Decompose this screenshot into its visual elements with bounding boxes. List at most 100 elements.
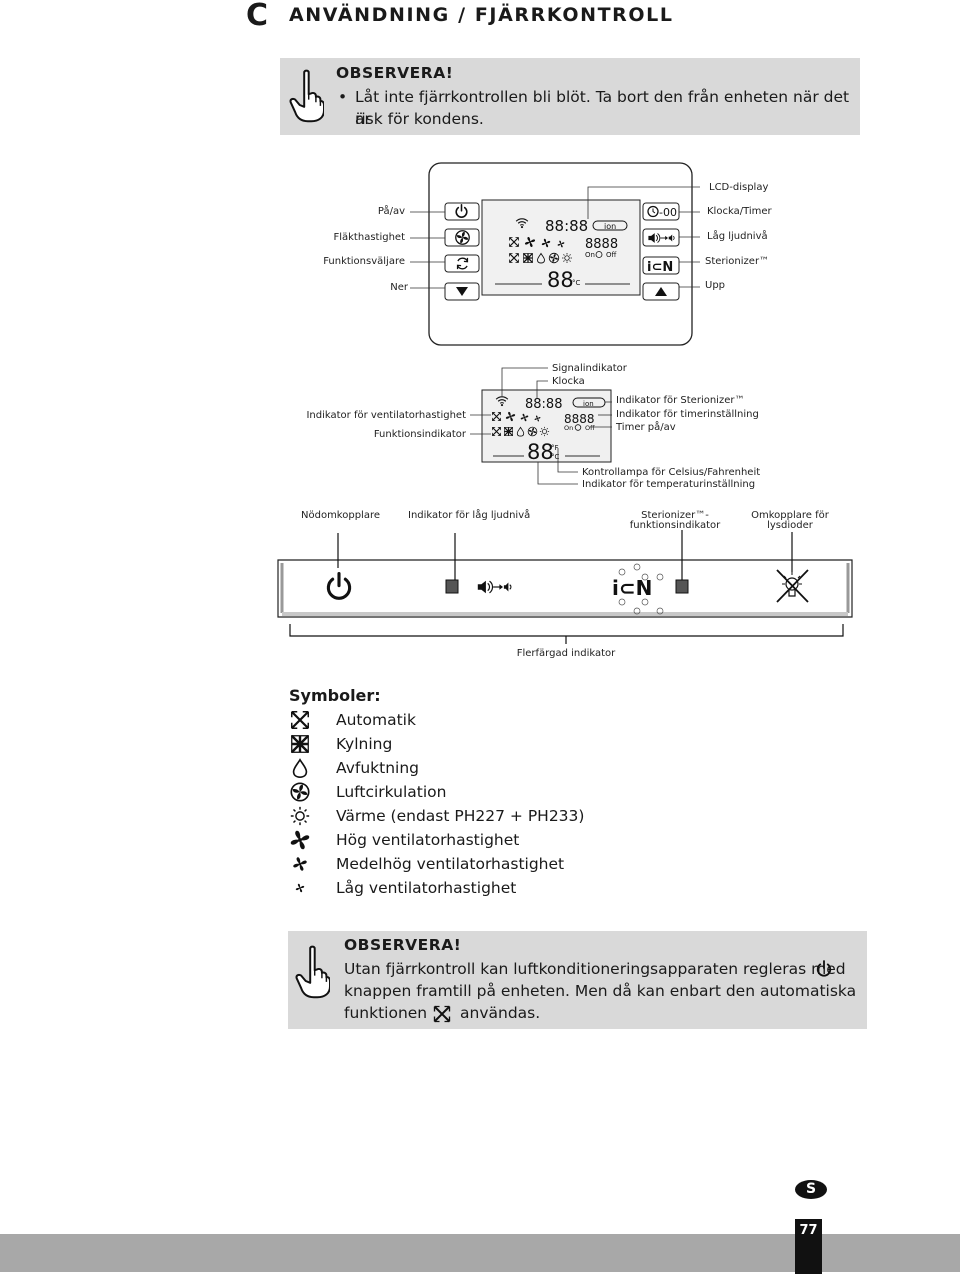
symbol-row: Låg ventilatorhastighet [289,876,689,900]
detail-ion-badge: ion [583,400,594,408]
panel-sterionizer-led [675,579,689,594]
auto-icon [432,1004,452,1024]
label-low-noise: Låg ljudnivå [707,231,768,242]
detail-on: On [564,424,573,432]
note-heading: OBSERVERA! [336,64,454,82]
detail-time: 88:88 [525,397,562,412]
note-text-line2: risk för kondens. [355,110,484,128]
label-sterionizer-func-2: funktionsindikator [629,520,721,531]
label-up: Upp [705,280,726,291]
symbol-label: Kylning [336,735,393,753]
clock-digits: -00 [659,206,677,219]
label-clock-timer: Klocka/Timer [707,206,772,217]
symbol-row: Automatik [289,708,689,732]
note-bullet: • [338,88,348,106]
ion-button-text: i⊂N [647,260,673,275]
front-panel [277,559,853,618]
note-box-1: OBSERVERA! • Låt inte fjärrkontrollen bl… [280,58,860,135]
low-noise-button[interactable] [642,228,680,247]
note2-heading: OBSERVERA! [344,936,462,954]
section-letter: C [246,0,269,33]
note2-line3b: användas. [460,1004,541,1022]
language-badge: S [795,1180,827,1199]
drop-icon [289,757,311,779]
label-timer-onoff: Timer på/av [616,422,676,433]
label-emergency-switch: Nödomkopplare [301,510,381,521]
label-mode: Funktionsväljare [323,256,405,267]
label-clock: Klocka [552,376,585,387]
label-fan-indicator: Indikator för ventilatorhastighet [306,410,466,421]
lcd-timer: 8888 [585,237,618,252]
note2-line1: Utan fjärrkontroll kan luftkonditionerin… [344,960,846,978]
label-low-noise-indicator: Indikator för låg ljudnivå [408,510,531,521]
lcd-on: On [585,251,595,259]
power-button[interactable] [444,202,480,221]
fan-medium-icon [293,857,307,871]
cooling-icon [289,733,311,755]
label-multicolor: Flerfärgad indikator [516,648,616,659]
symbol-label: Automatik [336,711,416,729]
label-sterionizer-indicator: Indikator för Sterionizer™ [616,395,745,406]
sun-icon [289,805,311,827]
symbol-row: Hög ventilatorhastighet [289,828,689,852]
auto-icon [289,709,311,731]
sterionizer-button[interactable] [642,256,680,275]
note-text-line1: Låt inte fjärrkontrollen bli blöt. Ta bo… [355,88,850,128]
label-sterionizer-func-1: Sterionizer™- [641,510,709,521]
label-function-indicator: Funktionsindikator [373,429,466,440]
detail-unit-f: °F [551,444,559,452]
symbol-label: Värme (endast PH227 + PH233) [336,807,585,825]
label-celsius-fahrenheit: Kontrollampa för Celsius/Fahrenheit [582,467,761,478]
detail-cooling-icon [503,426,514,437]
note-box-2: OBSERVERA! Utan fjärrkontroll kan luftko… [288,931,867,1029]
detail-temp: 88 [527,440,554,464]
note2-line3a: funktionen [344,1004,428,1022]
symbol-row: Värme (endast PH227 + PH233) [289,804,689,828]
fan-low-icon [295,883,305,893]
label-timer-setting: Indikator för timerinställning [616,409,759,420]
page-title: ANVÄNDNING / FJÄRRKONTROLL [289,4,674,26]
symbol-label: Avfuktning [336,759,419,777]
label-down: Ner [390,282,408,293]
led-switch-icon[interactable] [776,569,809,603]
symbol-label: Låg ventilatorhastighet [336,879,517,897]
lcd-temp: 88 [547,268,574,292]
up-arrow-icon [655,287,667,296]
lcd-cooling-icon [522,252,534,264]
mode-button[interactable] [444,254,480,273]
label-power: På/av [377,206,405,217]
symbol-label: Hög ventilatorhastighet [336,831,520,849]
lcd-off: Off [606,251,617,259]
symbols-heading: Symboler: [289,686,381,705]
detail-off: Off [585,424,595,432]
lcd-time: 88:88 [545,217,588,235]
label-temp-setting: Indikator för temperaturinställning [582,479,756,490]
lcd-unit-c: °C [572,279,581,287]
symbol-label: Medelhög ventilatorhastighet [336,855,565,873]
symbol-row: Avfuktning [289,756,689,780]
note2-line2: knappen framtill på enheten. Men då kan … [344,982,857,1000]
page-number: 77 [795,1219,822,1274]
symbol-label: Luftcirkulation [336,783,447,801]
label-led-switch-1: Omkopplare för [751,510,829,521]
label-led-switch-2: lysdioder [767,520,813,531]
remote-lcd [481,199,641,296]
detail-unit-c: °C [551,453,560,461]
detail-timer: 8888 [564,412,595,426]
fan-high-icon [289,829,311,851]
label-fan-speed: Fläkthastighet [333,232,405,243]
symbol-row: Kylning [289,732,689,756]
panel-low-noise-led [445,579,459,594]
pointing-hand-icon [294,941,330,1003]
down-arrow-icon [456,287,468,296]
clock-icon [647,205,659,218]
label-signal: Signalindikator [552,363,627,374]
power-icon [814,959,834,979]
lcd-ion-badge: ion [604,222,616,231]
symbol-row: Luftcirkulation [289,780,689,804]
label-lcd-display: LCD-display [709,182,769,193]
label-sterionizer: Sterionizer™ [705,256,770,267]
lcd-detail [481,389,612,463]
symbol-row: Medelhög ventilatorhastighet [289,852,689,876]
